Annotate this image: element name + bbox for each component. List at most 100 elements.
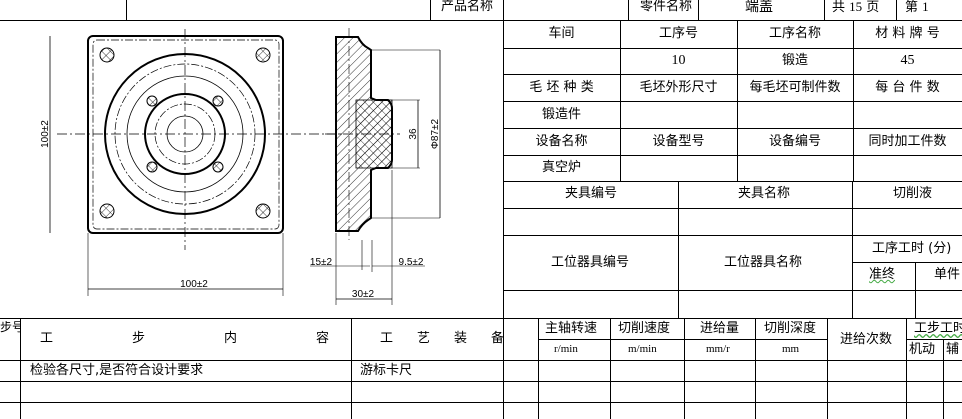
divider bbox=[620, 20, 621, 181]
process-info-cell: 10 bbox=[671, 53, 686, 68]
dim-boss: 36 bbox=[408, 128, 419, 140]
dim-flange: 15±2 bbox=[310, 257, 333, 268]
divider bbox=[351, 318, 352, 419]
process-info-cell: 锻造件 bbox=[541, 106, 581, 122]
dim-diameter: Φ87±2 bbox=[430, 118, 441, 149]
equipment-header-3: 装 bbox=[454, 331, 468, 346]
op-time-label: 工序工时 (分) bbox=[872, 241, 952, 256]
feed-unit: mm/r bbox=[706, 343, 730, 355]
label: 共 bbox=[832, 0, 846, 15]
unit-time-label: 单件 bbox=[934, 267, 961, 282]
process-info-cell: 车间 bbox=[548, 26, 575, 41]
divider bbox=[852, 262, 962, 263]
station-tool-no-label: 工位器具编号 bbox=[551, 255, 630, 270]
part-name-value: 端盖 bbox=[745, 0, 773, 15]
divider bbox=[827, 318, 828, 419]
machine-time-header: 机动 bbox=[909, 342, 936, 357]
step-content: 检验各尺寸,是否符合设计要求 bbox=[30, 363, 204, 378]
process-info-cell: 每 台 件 数 bbox=[875, 79, 940, 95]
divider bbox=[430, 0, 431, 20]
divider bbox=[853, 20, 854, 181]
part-name-label: 零件名称 bbox=[640, 0, 693, 14]
process-info-cell: 真空炉 bbox=[541, 160, 581, 175]
divider bbox=[503, 48, 962, 49]
divider bbox=[896, 0, 897, 20]
divider bbox=[755, 318, 756, 419]
divider bbox=[126, 0, 127, 20]
process-info-cell: 材 料 牌 号 bbox=[875, 26, 940, 41]
process-info-cell: 锻造 bbox=[781, 53, 808, 68]
step-equipment: 游标卡尺 bbox=[360, 363, 413, 378]
passes-header: 进给次数 bbox=[840, 332, 893, 347]
process-info-cell: 设备编号 bbox=[768, 133, 821, 149]
divider bbox=[678, 181, 679, 318]
divider bbox=[824, 0, 825, 20]
divider bbox=[628, 0, 629, 20]
label: 页 bbox=[866, 0, 880, 15]
divider bbox=[538, 318, 539, 419]
divider bbox=[610, 318, 611, 419]
dim-height: 100±2 bbox=[40, 120, 51, 148]
process-info-cell: 设备型号 bbox=[652, 133, 705, 149]
divider bbox=[503, 74, 962, 75]
divider bbox=[503, 128, 962, 129]
divider bbox=[503, 0, 504, 419]
section-view bbox=[310, 28, 441, 305]
cut-speed-unit: m/min bbox=[628, 343, 657, 355]
dim-step: 9.5±2 bbox=[399, 257, 424, 268]
process-info-cell: 每毛坯可制件数 bbox=[749, 79, 841, 95]
process-info-cell: 毛坯外形尺寸 bbox=[639, 79, 718, 95]
process-info-cell: 毛 坯 种 类 bbox=[529, 79, 594, 95]
aux-time-header: 辅 bbox=[946, 342, 960, 357]
divider bbox=[737, 20, 738, 181]
divider bbox=[503, 181, 962, 182]
dim-thickness: 30±2 bbox=[352, 289, 375, 300]
content-header-1: 工 bbox=[40, 331, 54, 346]
divider bbox=[503, 208, 962, 209]
divider bbox=[906, 339, 962, 340]
divider bbox=[906, 318, 907, 419]
divider bbox=[0, 402, 962, 403]
station-tool-name-label: 工位器具名称 bbox=[724, 255, 803, 270]
divider bbox=[943, 339, 944, 419]
spindle-unit: r/min bbox=[554, 343, 578, 355]
divider bbox=[0, 381, 962, 382]
divider bbox=[503, 101, 962, 102]
process-info-cell: 工序号 bbox=[658, 26, 698, 41]
spindle-header: 主轴转速 bbox=[545, 321, 598, 336]
divider bbox=[0, 318, 962, 319]
coolant-label: 切削液 bbox=[893, 186, 933, 201]
part-drawing: 100±2 100±2 36 Φ87±2 15±2 9.5±2 30±2 bbox=[40, 28, 441, 305]
fixture-name-label: 夹具名称 bbox=[738, 186, 791, 201]
content-header-2: 步 bbox=[132, 331, 146, 346]
step-no-header: 步号 bbox=[0, 321, 20, 333]
total-pages: 共 15 页 bbox=[832, 0, 879, 14]
divider bbox=[503, 290, 962, 291]
divider bbox=[20, 318, 21, 419]
divider bbox=[684, 318, 685, 419]
process-info-cell: 工序名称 bbox=[768, 26, 821, 41]
front-view bbox=[49, 29, 345, 296]
divider bbox=[0, 20, 962, 21]
feed-header: 进给量 bbox=[700, 321, 740, 336]
page-number: 第 1 bbox=[905, 0, 929, 14]
cut-speed-header: 切削速度 bbox=[618, 321, 671, 336]
divider bbox=[698, 0, 699, 20]
total-pages-value: 15 bbox=[849, 0, 863, 14]
divider bbox=[503, 155, 962, 156]
content-header-3: 内 bbox=[224, 331, 238, 346]
depth-header: 切削深度 bbox=[764, 321, 817, 336]
fixture-no-label: 夹具编号 bbox=[565, 186, 618, 201]
divider bbox=[852, 181, 853, 318]
process-info-cell: 同时加工件数 bbox=[868, 133, 947, 149]
equipment-header-4: 备 bbox=[491, 331, 505, 346]
content-header-4: 容 bbox=[316, 331, 330, 346]
prep-final-label: 准终 bbox=[869, 267, 896, 282]
equipment-header-2: 艺 bbox=[417, 331, 431, 346]
depth-unit: mm bbox=[782, 343, 800, 355]
product-name-label: 产品名称 bbox=[441, 0, 494, 14]
divider bbox=[915, 262, 916, 318]
divider bbox=[503, 235, 962, 236]
step-time-header: 工步工时 bbox=[914, 321, 962, 336]
